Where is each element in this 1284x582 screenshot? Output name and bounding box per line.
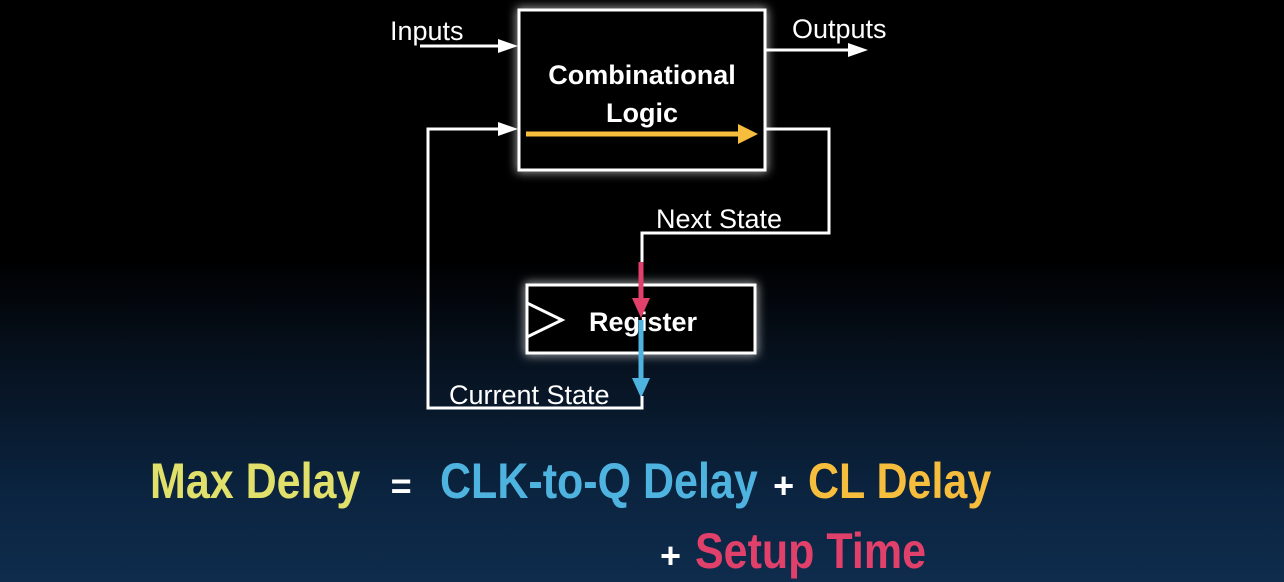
- clk-to-q-arrow-head: [632, 378, 650, 398]
- plus-sign-2: +: [660, 535, 682, 576]
- cl-delay-arrow-head: [738, 124, 758, 144]
- max-delay-formula-continued: + Setup Time: [660, 522, 964, 580]
- plus-sign-1: +: [773, 465, 795, 506]
- fsm-timing-diagram: Combinational Logic Inputs Outputs Next …: [390, 8, 887, 410]
- next-state-label: Next State: [656, 204, 782, 234]
- outputs-label: Outputs: [792, 14, 887, 44]
- clock-input-icon: [526, 301, 566, 339]
- max-delay-term: Max Delay: [150, 453, 361, 509]
- current-state-wire: [426, 127, 644, 410]
- logic-label-line2: Logic: [606, 98, 678, 128]
- current-state-arrow-head: [498, 122, 518, 136]
- cl-delay-term: CL Delay: [808, 453, 992, 509]
- setup-time-arrow-head: [632, 298, 650, 318]
- inputs-label: Inputs: [390, 16, 464, 46]
- setup-time-term: Setup Time: [695, 523, 927, 579]
- equals-sign: =: [390, 465, 412, 506]
- inputs-arrow-head: [498, 39, 518, 53]
- logic-label-line1: Combinational: [548, 60, 736, 90]
- next-state-wire: [640, 127, 831, 262]
- current-state-label: Current State: [449, 380, 610, 410]
- max-delay-formula: Max Delay = CLK-to-Q Delay + CL Delay: [150, 452, 1021, 510]
- combinational-logic-block: [517, 8, 767, 172]
- outputs-arrow-head: [848, 43, 868, 57]
- clk-to-q-term: CLK-to-Q Delay: [439, 453, 758, 509]
